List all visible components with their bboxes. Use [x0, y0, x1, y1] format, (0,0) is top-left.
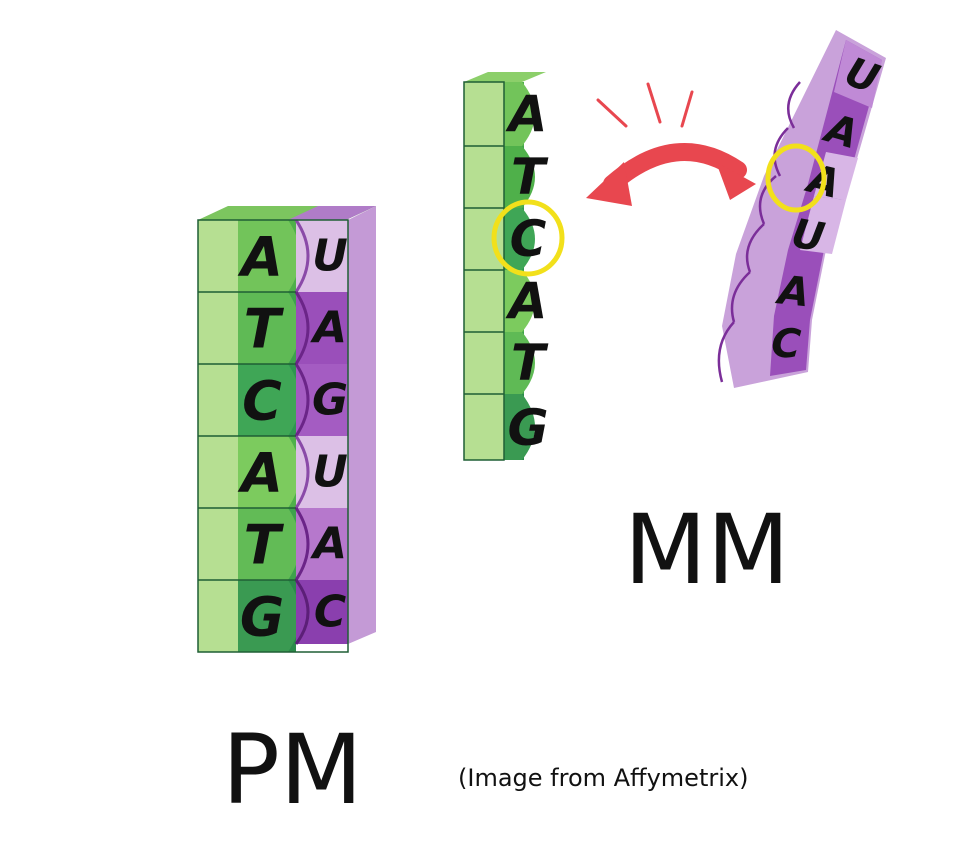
pm-dna-letter-1: A [237, 226, 283, 289]
mm-probe-stack: A T C A T G [463, 72, 565, 461]
mm-dna-bump-2 [504, 146, 535, 208]
pm-rna-letter-6: C [314, 587, 346, 638]
pm-row-3: C G [238, 363, 348, 437]
mm-row-1: A [504, 82, 547, 146]
pm-dna-letter-5: T [244, 514, 285, 577]
pm-rna-letter-1: U [312, 231, 348, 282]
pm-rna-notch-4 [294, 435, 310, 509]
mm-row-separators [464, 145, 504, 395]
pm-dna-bump-2 [238, 292, 300, 364]
mm-row-6: G [504, 394, 549, 460]
pm-rna-notch-1 [294, 219, 310, 293]
mm-dna-letter-6: G [507, 399, 548, 457]
mm-dna-letter-1: A [505, 85, 548, 143]
mm-target-letter-4: U [788, 211, 828, 262]
pm-stack-top-face-rna [288, 206, 376, 220]
mm-target-segment-4 [800, 196, 846, 254]
mm-probe-mismatch-highlight [491, 199, 565, 277]
mm-dna-letter-2: T [511, 148, 549, 206]
pm-dna-bump-3 [238, 364, 300, 436]
mm-stack-side-face [464, 82, 504, 460]
pm-row-2: T A [238, 291, 348, 365]
pm-dna-letter-6: G [240, 586, 284, 649]
mm-dna-letter-4: A [505, 272, 548, 330]
mm-dna-bump-6 [504, 394, 535, 460]
pm-rna-block-3 [296, 364, 348, 436]
pm-row-1: A U [237, 219, 348, 293]
arrow-head-left [586, 162, 632, 206]
pm-rna-block-6 [296, 580, 348, 644]
pm-rna-notch-3 [294, 363, 310, 437]
burst-lines [596, 82, 694, 128]
pm-rna-notch-2 [294, 291, 310, 365]
pm-rna-block-2 [296, 292, 348, 364]
pm-row-separators [198, 291, 296, 581]
mm-dna-bump-4 [504, 270, 535, 332]
pm-rna-side-face [348, 206, 376, 644]
pm-dna-letter-3: C [242, 370, 282, 433]
pm-dna-letter-4: A [237, 442, 283, 505]
pm-rna-block-4 [296, 436, 348, 508]
pm-row-5: T A [238, 507, 348, 581]
mm-label: MM [624, 494, 790, 606]
pm-stack-outline [197, 219, 349, 653]
mm-dna-bump-1 [504, 82, 535, 146]
mm-row-3: C [504, 208, 547, 270]
image-credit: (Image from Affymetrix) [458, 764, 749, 792]
pm-rna-letter-5: A [310, 519, 347, 570]
mm-stack-outline [463, 81, 505, 461]
pm-dna-bump-6 [238, 580, 300, 652]
pm-dna-bump-1 [238, 220, 300, 292]
pm-dna-bump-5 [238, 508, 300, 580]
mm-target-mismatch-highlight [765, 143, 827, 213]
mm-target-scallops [717, 81, 801, 383]
mm-dna-bump-3 [504, 208, 535, 270]
pm-label: PM [222, 714, 363, 826]
rejection-arrow [586, 82, 756, 206]
pm-rna-block-1 [296, 220, 348, 292]
mm-row-5: T [504, 332, 549, 394]
mm-target-segment-1 [834, 40, 882, 108]
pm-rna-letter-3: G [312, 375, 348, 426]
arrow-head-right [716, 162, 756, 200]
pm-dna-letter-2: T [244, 298, 285, 361]
mm-dna-letter-3: C [510, 210, 547, 268]
pm-probe-stack: A U T A C G A U [197, 206, 376, 653]
pm-row-4: A U [237, 435, 348, 509]
pm-rna-notch-6 [294, 579, 310, 645]
pm-row-6: G C [238, 579, 348, 652]
mm-stack-top-face [464, 72, 546, 82]
pm-rna-notch-5 [294, 507, 310, 581]
mm-row-4: A [504, 270, 547, 332]
mm-target-letter-6: C [770, 320, 802, 368]
mm-dna-bump-5 [504, 332, 535, 394]
pm-rna-letter-2: A [310, 303, 347, 354]
mm-target-strand: U A A U A C [717, 30, 886, 388]
pm-rna-block-5 [296, 508, 348, 580]
pm-dna-bump-4 [238, 436, 300, 508]
mm-dna-letter-5: T [511, 334, 549, 392]
curved-double-arrow-body [603, 143, 747, 193]
mm-row-2: T [504, 146, 549, 208]
mm-target-letter-5: A [773, 267, 812, 316]
pm-rna-letter-4: U [312, 447, 348, 498]
